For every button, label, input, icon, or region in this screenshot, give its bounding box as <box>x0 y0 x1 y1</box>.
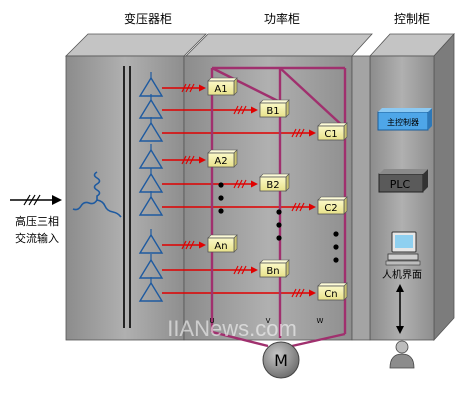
feed-arrow-head <box>309 203 316 211</box>
three-phase-hatch <box>233 179 239 189</box>
feed-arrow-head <box>251 106 258 114</box>
three-phase-hatch <box>181 155 187 165</box>
power-cabinet-top <box>185 33 373 57</box>
three-phase-hatch <box>295 128 301 138</box>
three-phase-hatch <box>189 240 195 250</box>
power-cell-label: B1 <box>266 106 279 117</box>
ellipsis-dot <box>218 195 224 201</box>
power-cell: A2 <box>207 149 238 168</box>
feed-arrows <box>162 83 316 298</box>
power-cell: Bn <box>259 259 290 278</box>
header-transformer-cabinet: 变压器柜 <box>124 11 172 26</box>
three-phase-hatch <box>291 202 297 212</box>
three-phase-hatch <box>241 265 247 275</box>
secondary-winding-icon <box>138 121 164 142</box>
three-phase-hatch <box>189 155 195 165</box>
ellipsis-dot <box>276 222 282 228</box>
power-cell: B2 <box>259 173 290 192</box>
power-cell-label: An <box>214 241 227 252</box>
feed-arrow-head <box>309 129 316 137</box>
double-arrow-icon <box>396 284 404 334</box>
continuation-dots <box>218 182 339 263</box>
motor-icon: M <box>262 341 300 379</box>
plc-label: PLC <box>390 178 411 191</box>
ellipsis-dot <box>218 182 224 188</box>
power-cell-label: A1 <box>214 84 227 95</box>
power-cell: C1 <box>317 122 348 141</box>
phase-label-v: V <box>266 317 271 325</box>
three-phase-hatch <box>233 105 239 115</box>
three-phase-hatch <box>237 265 243 275</box>
feed-arrow-head <box>199 241 206 249</box>
hmi-label: 人机界面 <box>382 268 422 281</box>
power-cell: Cn <box>317 282 348 301</box>
three-phase-hatch <box>299 288 305 298</box>
input-arrow-icon <box>10 194 62 206</box>
power-cell-label: Cn <box>324 289 337 300</box>
ellipsis-dot <box>218 208 224 214</box>
three-phase-hatch <box>291 128 297 138</box>
motor-label: M <box>274 351 288 370</box>
ellipsis-dot <box>333 257 339 263</box>
three-phase-hatch <box>189 83 195 93</box>
power-cell: B1 <box>259 99 290 118</box>
power-cell-label: C2 <box>324 203 337 214</box>
three-phase-hatch <box>181 240 187 250</box>
watermark: IIANews.com <box>167 316 297 341</box>
power-cell-label: B2 <box>266 180 279 191</box>
three-phase-hatch <box>233 265 239 275</box>
input-label-line2: 交流输入 <box>15 231 59 245</box>
secondary-winding-icon <box>138 233 164 254</box>
power-cell-label: Bn <box>266 266 279 277</box>
main-controller-label: 主控制器 <box>387 117 419 127</box>
three-phase-hatch <box>185 240 191 250</box>
phase-label-u: U <box>209 317 214 325</box>
cabinet-gap <box>351 55 371 341</box>
transformer-cabinet-top <box>65 33 207 57</box>
three-phase-hatch <box>291 288 297 298</box>
control-cabinet <box>369 55 435 341</box>
input-label-line1: 高压三相 <box>15 214 59 228</box>
three-phase-hatch <box>241 105 247 115</box>
secondary-winding-icon <box>138 195 164 216</box>
three-phase-hatch <box>185 155 191 165</box>
plc-module: PLC <box>378 169 428 193</box>
three-phase-hatch <box>185 83 191 93</box>
secondary-winding-icon <box>138 281 164 302</box>
primary-winding-icon <box>72 171 122 218</box>
three-phase-hatch <box>295 202 301 212</box>
header-control-cabinet: 控制柜 <box>394 12 430 26</box>
three-phase-hatch <box>299 202 305 212</box>
three-phase-hatch <box>181 83 187 93</box>
power-cell-label: C1 <box>324 129 337 140</box>
three-phase-hatch <box>299 128 305 138</box>
feed-arrow-head <box>251 266 258 274</box>
feed-arrow-head <box>199 156 206 164</box>
feed-arrow-head <box>309 289 316 297</box>
three-phase-hatch <box>237 179 243 189</box>
power-cell: C2 <box>317 196 348 215</box>
ellipsis-dot <box>333 244 339 250</box>
power-cell: An <box>207 234 238 253</box>
hmi-computer-icon <box>385 231 421 266</box>
ellipsis-dot <box>276 235 282 241</box>
operator-icon <box>389 340 415 369</box>
power-cell-label: A2 <box>214 156 227 167</box>
main-controller: 主控制器 <box>377 108 432 131</box>
three-phase-hatch <box>295 288 301 298</box>
feed-arrow-head <box>199 84 206 92</box>
power-cell: A1 <box>207 77 238 96</box>
header-power-cabinet: 功率柜 <box>264 11 300 26</box>
control-cabinet-side <box>433 32 455 342</box>
three-phase-hatch <box>237 105 243 115</box>
feed-arrow-head <box>251 180 258 188</box>
secondary-windings <box>138 72 164 302</box>
ellipsis-dot <box>276 209 282 215</box>
ellipsis-dot <box>333 231 339 237</box>
phase-label-w: W <box>317 317 324 325</box>
three-phase-hatch <box>241 179 247 189</box>
transformer-cabinet <box>65 55 185 341</box>
